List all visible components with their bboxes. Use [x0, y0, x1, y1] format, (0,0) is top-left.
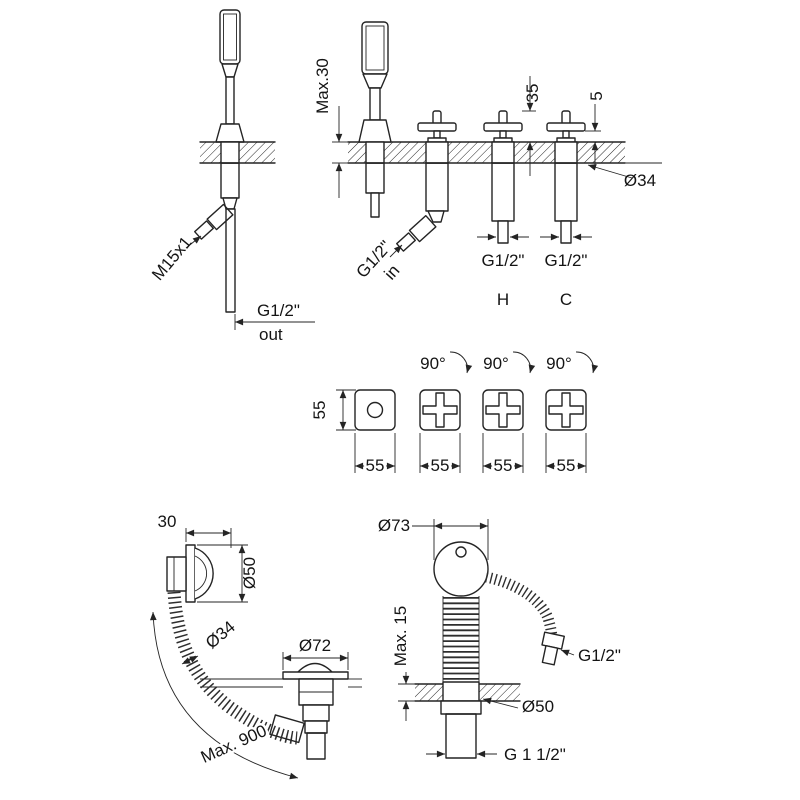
spray-face — [223, 13, 237, 61]
diverter-valve — [396, 110, 457, 252]
handle-width-label-4: 55 — [557, 456, 576, 475]
knob-detail — [455, 546, 467, 558]
escutcheon — [215, 123, 245, 143]
waste-tail — [440, 700, 482, 759]
rotation-label-1: 90° — [420, 354, 446, 373]
handle-width-label-2: 55 — [431, 456, 450, 475]
rotation-label-3: 90° — [546, 354, 572, 373]
cross-handle — [417, 122, 457, 132]
shower-outlet-size-label: G1/2" — [257, 301, 300, 320]
waste-hole-dia-label: Ø50 — [522, 697, 554, 716]
rotation-label-2: 90° — [483, 354, 509, 373]
waste-deck — [415, 684, 443, 701]
deck-hole-dia-label: Ø34 — [624, 171, 656, 190]
handle-height-dim-label: 55 — [310, 401, 329, 420]
knob-dia-label: Ø73 — [378, 516, 410, 535]
cross-handle — [483, 122, 523, 132]
threaded-shank — [220, 162, 240, 199]
waste-knob — [433, 541, 489, 597]
trim-height-label: 5 — [587, 91, 606, 100]
shower-holder — [358, 21, 392, 218]
hose-outlet-size-label: G1/2" — [578, 646, 621, 665]
hot-label: H — [497, 290, 509, 309]
hose-dia-label: Ø34 — [202, 617, 239, 652]
hose-fitting — [541, 631, 565, 666]
hose-length-label: Max. 900 — [198, 721, 270, 767]
shower-inlet-dir-label: in — [380, 261, 403, 284]
drain-dia-label: Ø72 — [299, 636, 331, 655]
overflow-hose-detail: 30 Ø50 Ø34 Ø72 — [149, 512, 362, 780]
cross-handle — [546, 122, 586, 132]
handle-width-label-1: 55 — [366, 456, 385, 475]
popup-waste — [269, 662, 349, 760]
cross-handle-top — [485, 392, 521, 428]
cold-label: C — [560, 290, 572, 309]
hand-shower-detail: M15x1 G1/2" out — [148, 9, 315, 344]
deck-mixer-detail: G1/2" in Max.30 — [313, 21, 662, 309]
popup-waste-detail: Ø73 G1/2" Max. 15 Ø50 — [378, 516, 621, 764]
deck-surface — [348, 142, 625, 163]
hose-thread-label: M15x1 — [148, 233, 195, 284]
handle-width-label-3: 55 — [494, 456, 513, 475]
handle-rotation-detail: 90° 90° 90° 55 55 55 55 55 — [310, 351, 599, 478]
hose-elbow-nut — [206, 203, 234, 231]
hot-inlet-size-label: G1/2" — [482, 251, 525, 270]
handle-height-label: 35 — [523, 84, 542, 103]
cold-inlet-size-label: G1/2" — [545, 251, 588, 270]
cross-handle-top — [548, 392, 584, 428]
cross-handle-top — [422, 392, 458, 428]
cold-valve — [546, 110, 586, 244]
overflow-depth-label: 30 — [158, 512, 177, 531]
shower-rod — [225, 76, 235, 125]
flexible-outlet-hose — [484, 571, 558, 641]
waste-deck — [479, 684, 520, 701]
overflow-trim-dia-label: Ø50 — [240, 557, 259, 589]
shower-outlet-dir-label: out — [259, 325, 283, 344]
max-deck-label: Max.30 — [313, 58, 332, 114]
hose-elbow-stub — [194, 220, 214, 240]
tail-thread-label: G 1 1/2" — [504, 745, 566, 764]
holder-hole — [366, 401, 384, 419]
hot-valve — [483, 110, 523, 244]
waste-max-deck-label: Max. 15 — [391, 606, 410, 666]
hose-length-arc — [149, 611, 299, 780]
overflow-trim — [166, 544, 214, 603]
rotation-arc — [575, 351, 599, 374]
hand-shower-head — [219, 9, 241, 65]
outlet-pipe — [225, 208, 236, 313]
rotation-arc — [512, 351, 536, 374]
rotation-arc — [449, 351, 473, 374]
